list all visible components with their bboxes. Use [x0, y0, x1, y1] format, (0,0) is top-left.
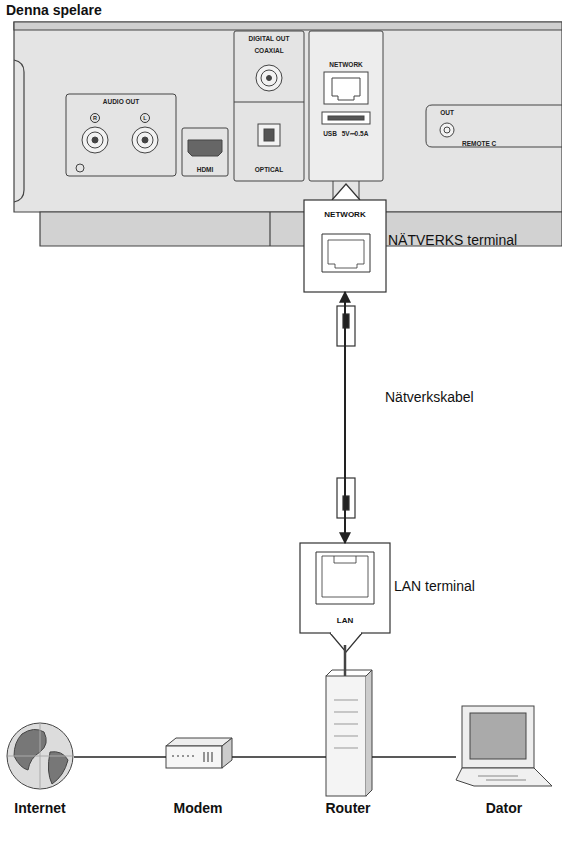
panel-label: COAXIAL [254, 47, 283, 54]
connection-line [74, 756, 166, 757]
panel-label: AUDIO OUT [103, 98, 139, 105]
title: Denna spelare [6, 3, 102, 18]
panel-label: REMOTE C [462, 140, 496, 147]
network-cable [344, 292, 346, 543]
panel-label: 5V⎓0.5A [342, 130, 369, 137]
panel-label: HDMI [197, 166, 214, 173]
terminal-callout: NETWORKNÄTVERKS terminal [300, 200, 390, 292]
terminal-callout: LANLAN terminal [296, 543, 394, 633]
panel-label: L [140, 113, 150, 123]
node-text: LAN [296, 616, 394, 625]
panel-label: R [90, 113, 100, 123]
device-node: Dator [448, 700, 560, 820]
digital-out-panel [234, 31, 304, 181]
panel-label: OPTICAL [255, 166, 284, 173]
device-node: Router [312, 666, 384, 820]
computer-icon [456, 706, 552, 786]
modem-icon [166, 738, 232, 768]
hdmi-port [182, 128, 228, 176]
network-callout [304, 184, 386, 292]
panel-label: NETWORK [329, 61, 363, 68]
device-node: Internet [0, 720, 82, 820]
panel-label: USB [323, 130, 337, 137]
node-text: Internet [0, 800, 82, 816]
lan-callout [300, 543, 390, 652]
audio-out-panel [66, 94, 176, 176]
node-text: Router [312, 800, 384, 816]
network-panel [309, 31, 383, 212]
connection-line [372, 756, 456, 757]
connection-line [232, 756, 326, 757]
node-text: Dator [448, 800, 560, 816]
panel-label: OUT [440, 109, 454, 116]
node-heading: NÄTVERKS terminal [388, 232, 552, 248]
globe-icon [7, 723, 73, 789]
player-rear [14, 22, 562, 246]
router-icon [326, 645, 372, 796]
node-text: NETWORK [300, 210, 390, 219]
remote-out-panel [426, 105, 562, 147]
edge-label: Nätverkskabel [383, 390, 476, 405]
panel-label: DIGITAL OUT [249, 35, 290, 42]
device-node: Modem [156, 730, 240, 820]
node-heading: LAN terminal [394, 578, 552, 594]
node-text: Modem [156, 800, 240, 816]
